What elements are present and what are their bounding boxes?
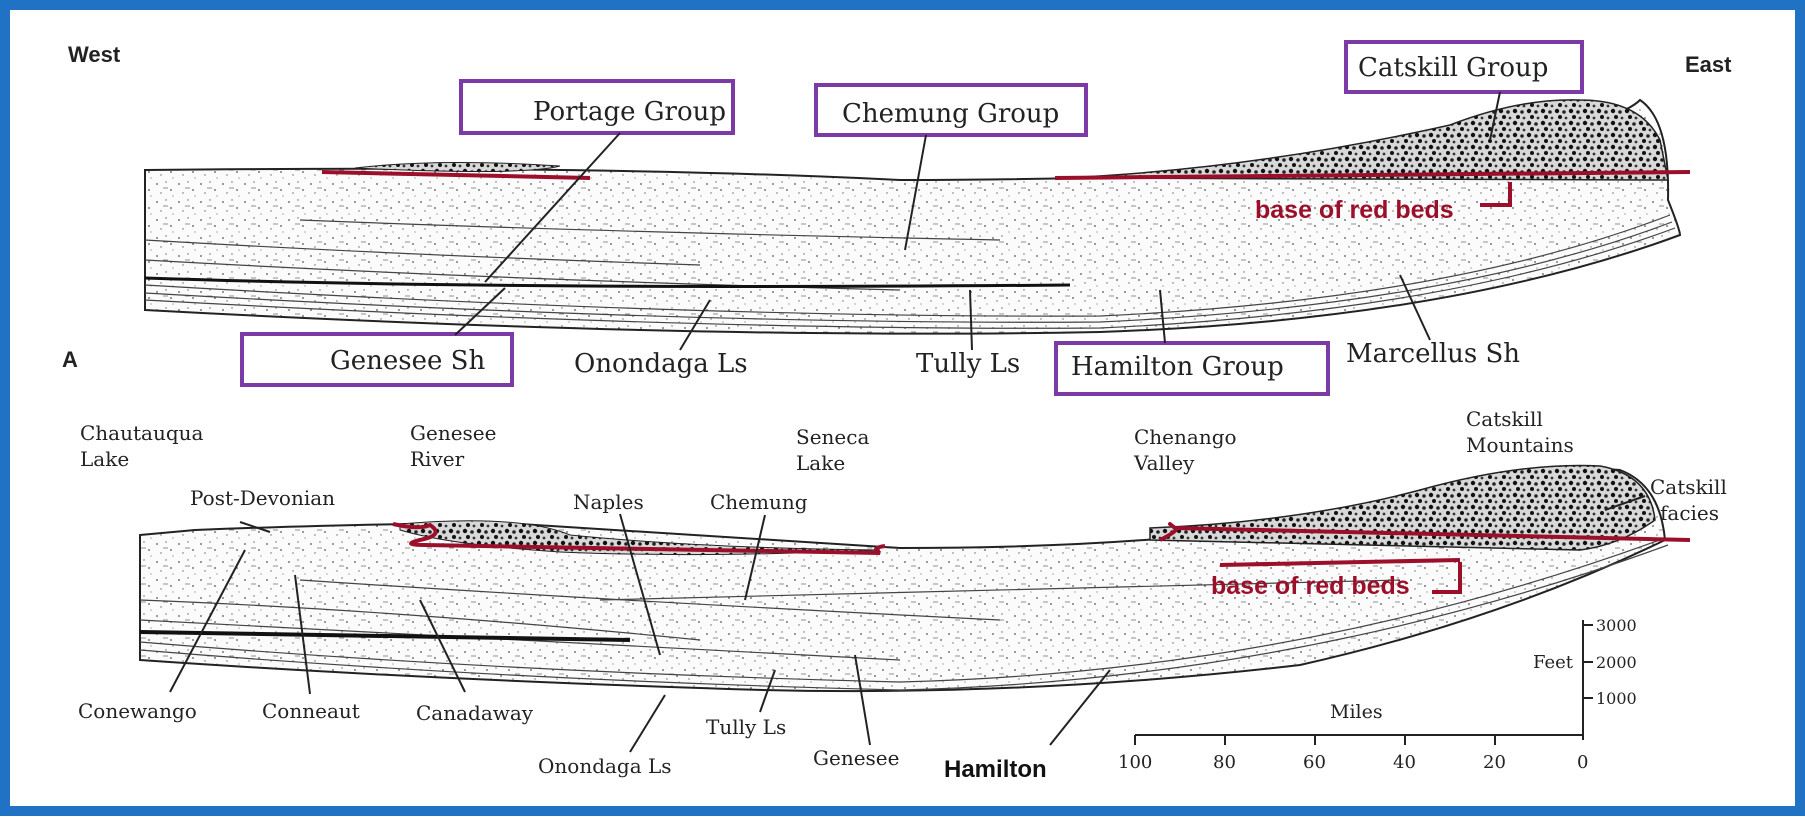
- panel-a-onondaga-label: Onondaga Ls: [574, 349, 748, 379]
- miles-label: Miles: [1330, 701, 1383, 723]
- panel-a: West East A base of red beds Portage Gro…: [62, 42, 1732, 394]
- panel-a-marcellus-label: Marcellus Sh: [1346, 339, 1520, 369]
- seneca-lake-label-2: Lake: [796, 451, 845, 475]
- canadaway-label: Canadaway: [416, 701, 534, 725]
- miles-scale: Miles 100 80 60 40 20 0: [1118, 701, 1588, 773]
- miles-tick-100: 100: [1118, 752, 1152, 773]
- panel-b-tully-label: Tully Ls: [706, 715, 786, 739]
- chautauqua-label-1: Chautauqua: [80, 421, 204, 445]
- genesee-river-label-2: River: [410, 447, 465, 471]
- genesee-sh-label: Genesee Sh: [330, 346, 485, 376]
- catskill-facies-label-2: facies: [1660, 501, 1719, 525]
- conewango-label: Conewango: [78, 699, 197, 723]
- genesee-river-label-1: Genesee: [410, 421, 496, 445]
- miles-tick-0: 0: [1577, 752, 1588, 773]
- miles-tick-80: 80: [1213, 752, 1236, 773]
- panel-b-red-beds-label: base of red beds: [1211, 572, 1410, 600]
- panel-b-genesee-label: Genesee: [813, 746, 899, 770]
- miles-tick-40: 40: [1393, 752, 1416, 773]
- chemung-label: Chemung: [710, 490, 808, 514]
- seneca-lake-label-1: Seneca: [796, 425, 869, 449]
- miles-tick-60: 60: [1303, 752, 1326, 773]
- catskill-mountains-label-1: Catskill: [1466, 407, 1543, 431]
- east-label: East: [1685, 52, 1732, 77]
- chenango-valley-label-2: Valley: [1133, 451, 1195, 475]
- panel-a-catskill-wedge: [1060, 100, 1668, 180]
- chautauqua-label-2: Lake: [80, 447, 129, 471]
- feet-tick-1000: 1000: [1596, 689, 1637, 708]
- panel-a-tully-label: Tully Ls: [916, 349, 1020, 379]
- feet-tick-3000: 3000: [1596, 616, 1637, 635]
- conneaut-label: Conneaut: [262, 699, 360, 723]
- chemung-group-label: Chemung Group: [842, 99, 1059, 129]
- feet-label: Feet: [1533, 652, 1574, 673]
- catskill-group-label: Catskill Group: [1358, 53, 1548, 83]
- portage-group-label: Portage Group: [533, 97, 726, 127]
- west-label: West: [68, 42, 121, 67]
- miles-tick-20: 20: [1483, 752, 1506, 773]
- chenango-valley-label-1: Chenango: [1134, 425, 1237, 449]
- feet-scale: 3000 2000 1000 Feet: [1533, 616, 1637, 740]
- panel-b-hamilton-label: Hamilton: [944, 756, 1047, 783]
- feet-tick-2000: 2000: [1596, 653, 1637, 672]
- catskill-mountains-label-2: Mountains: [1466, 433, 1574, 457]
- panel-b: Chautauqua Lake Genesee River Seneca Lak…: [78, 407, 1727, 783]
- panel-b-onondaga-label: Onondaga Ls: [538, 754, 672, 778]
- post-devonian-label: Post-Devonian: [190, 486, 335, 510]
- panel-a-red-beds-label: base of red beds: [1255, 196, 1454, 224]
- catskill-facies-label-1: Catskill: [1650, 475, 1727, 499]
- panel-a-letter: A: [62, 347, 78, 372]
- naples-label: Naples: [573, 490, 644, 514]
- hamilton-group-label: Hamilton Group: [1071, 352, 1284, 382]
